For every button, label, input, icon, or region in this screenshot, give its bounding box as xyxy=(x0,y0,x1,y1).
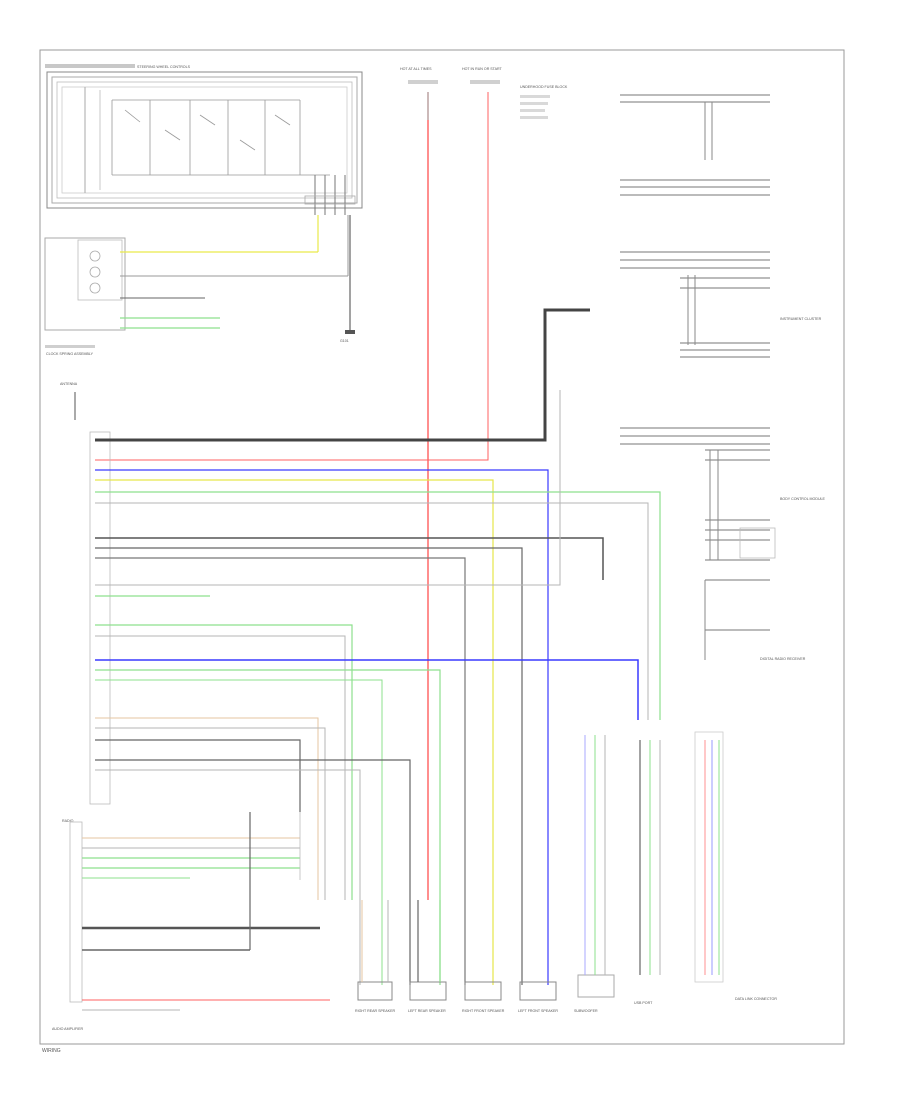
ground-label: G101 xyxy=(340,339,349,343)
left-rear-speaker-label: LEFT REAR SPEAKER xyxy=(408,1009,446,1013)
left-front-speaker: LEFT FRONT SPEAKER xyxy=(518,981,558,1013)
gray-wire-4 xyxy=(95,769,361,985)
left-rear-speaker: LEFT REAR SPEAKER xyxy=(408,900,447,1013)
bcm-label: BODY CONTROL MODULE xyxy=(780,497,826,501)
gray-wire-3 xyxy=(95,727,326,900)
dark-wire-3 xyxy=(95,557,466,985)
blue-wire-upper xyxy=(95,469,549,985)
tan-wire-1 xyxy=(95,717,319,900)
radio-label: RADIO xyxy=(62,819,74,823)
dark-bus-wire xyxy=(95,308,590,442)
dark-wire-4 xyxy=(95,739,301,812)
left-front-speaker-label: LEFT FRONT SPEAKER xyxy=(518,1009,558,1013)
gray-wire-1 xyxy=(95,502,649,720)
gray-wire-2 xyxy=(95,390,561,586)
instrument-cluster-label: INSTRUMENT CLUSTER xyxy=(780,317,822,321)
green-speaker-wire-2 xyxy=(95,635,346,900)
right-front-speaker-label: RIGHT FRONT SPEAKER xyxy=(462,1009,505,1013)
green-wire-4 xyxy=(95,679,383,985)
satellite-radio-label: DIGITAL RADIO RECEIVER xyxy=(760,657,806,661)
amplifier-label: AUDIO AMPLIFIER xyxy=(52,1027,84,1031)
steering-controls-label: STEERING WHEEL CONTROLS xyxy=(137,65,191,69)
right-front-speaker: RIGHT FRONT SPEAKER xyxy=(462,981,505,1013)
subwoofer: SUBWOOFER xyxy=(574,735,615,1013)
blue-wire-lower xyxy=(95,659,639,720)
yellow-wire xyxy=(95,479,494,985)
right-module-bus: INSTRUMENT CLUSTER BODY CONTROL MODULE D… xyxy=(620,94,826,661)
green-wire-3 xyxy=(95,669,441,985)
footer-code: WIRING xyxy=(42,1048,61,1054)
speakers-group: RIGHT REAR SPEAKER LEFT REAR SPEAKER RIG… xyxy=(355,731,777,1013)
green-wire-1 xyxy=(95,491,661,720)
right-rear-speaker: RIGHT REAR SPEAKER xyxy=(355,900,395,1013)
subwoofer-label: SUBWOOFER xyxy=(574,1009,598,1013)
amplifier-connector: AUDIO AMPLIFIER xyxy=(52,812,330,1031)
usb-port-label: USB PORT xyxy=(634,1001,653,1005)
steering-controls-module: STEERING WHEEL CONTROLS xyxy=(45,64,363,215)
right-rear-speaker-label: RIGHT REAR SPEAKER xyxy=(355,1009,395,1013)
usb-port: USB PORT xyxy=(634,740,661,1005)
fuse-feeds: HOT AT ALL TIMES HOT IN RUN OR START UND… xyxy=(400,67,568,119)
dark-wire-5 xyxy=(95,759,411,985)
hot-in-run-label: HOT IN RUN OR START xyxy=(462,67,503,71)
clock-spring-label: CLOCK SPRING ASSEMBLY xyxy=(46,352,94,356)
hot-at-all-times-label: HOT AT ALL TIMES xyxy=(400,67,432,71)
fuse-block-label: UNDERHOOD FUSE BLOCK xyxy=(520,85,568,89)
dark-wire-2 xyxy=(95,547,523,985)
clock-spring-connector: CLOCK SPRING ASSEMBLY G101 xyxy=(44,215,355,356)
data-link-label: DATA LINK CONNECTOR xyxy=(735,997,777,1001)
dark-wire-1 xyxy=(95,537,604,580)
data-link-connector: DATA LINK CONNECTOR xyxy=(694,731,777,1001)
antenna-label: ANTENNA xyxy=(60,382,78,386)
run-wire xyxy=(95,92,489,461)
radio-connector: ANTENNA RADIO xyxy=(60,382,111,823)
green-speaker-wire-1 xyxy=(95,624,353,900)
diagram-frame xyxy=(39,49,845,1045)
